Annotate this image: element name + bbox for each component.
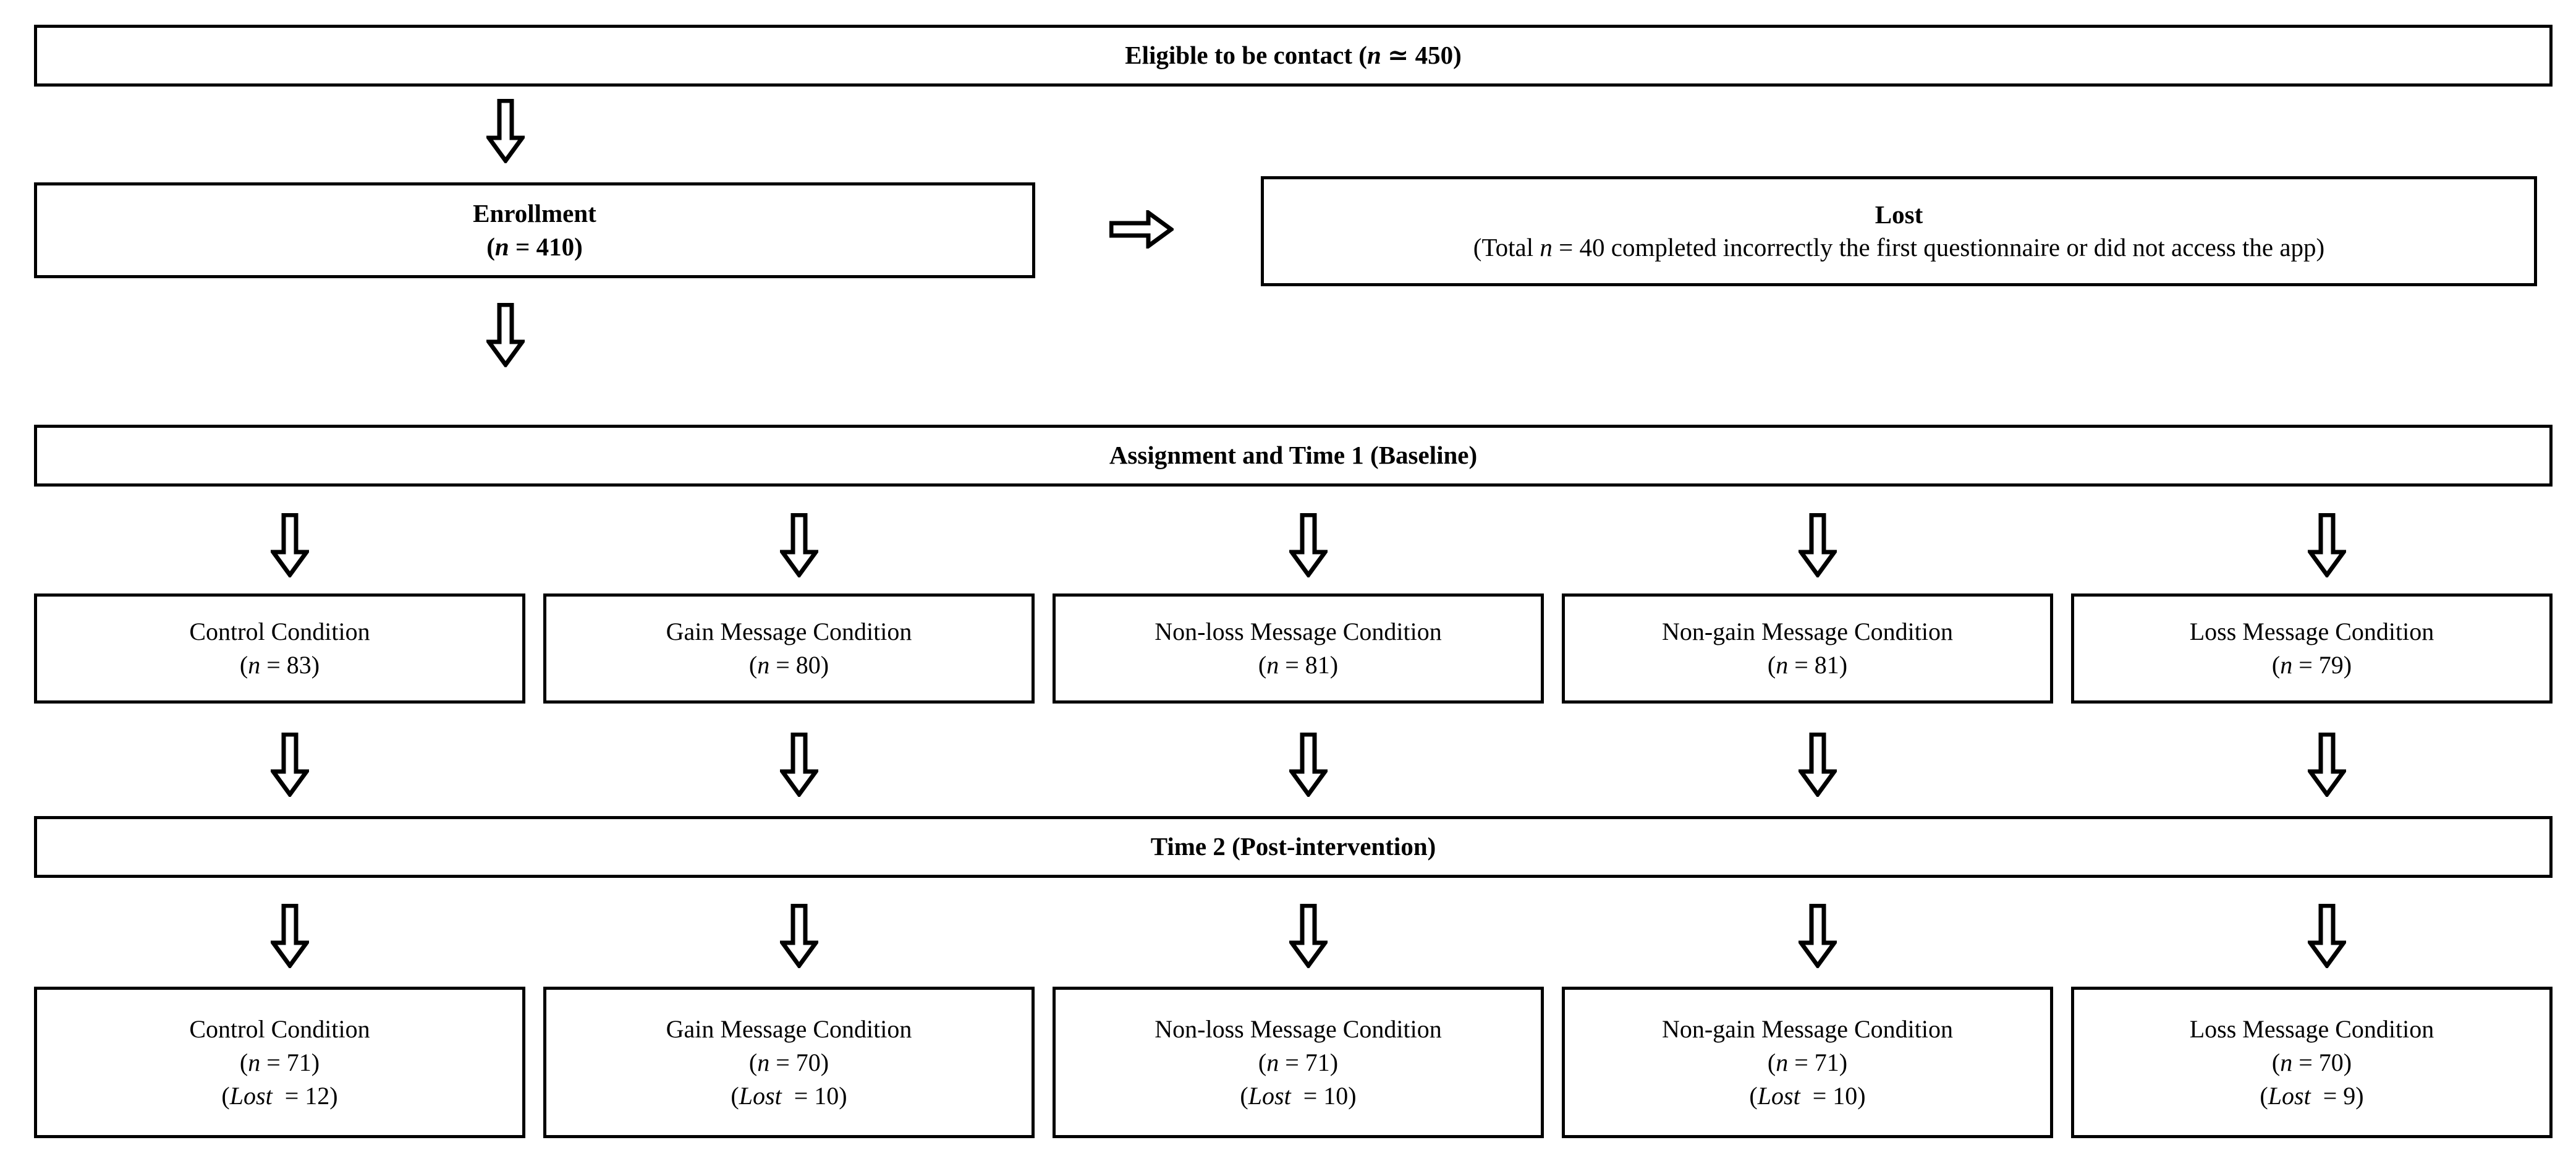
condition-lost: (Lost = 10) bbox=[1749, 1081, 1866, 1110]
enrollment-n: 410 bbox=[536, 232, 575, 261]
arrow-down-block-icon bbox=[2308, 904, 2346, 968]
condition-n: (n = 71) bbox=[239, 1048, 320, 1076]
condition-n: (n = 81) bbox=[1258, 651, 1339, 679]
eligible-relation: ≃ bbox=[1388, 41, 1409, 70]
condition-name: Non-gain Message Condition bbox=[1661, 618, 1954, 645]
arrow-down-block-icon bbox=[2308, 513, 2346, 577]
condition-name: Non-loss Message Condition bbox=[1155, 1014, 1442, 1043]
node-lost-subtitle: (Total n = 40 completed incorrectly the … bbox=[1473, 233, 2325, 262]
condition-name: Control Condition bbox=[189, 618, 370, 645]
condition-name: Non-gain Message Condition bbox=[1661, 1014, 1954, 1043]
time2-condition-gain-message: Gain Message Condition (n = 70) (Lost = … bbox=[543, 987, 1035, 1138]
time2-condition-non-gain-message: Non-gain Message Condition (n = 71) (Los… bbox=[1562, 987, 2053, 1138]
arrow-down-block-icon bbox=[271, 513, 309, 577]
node-eligible-text: Eligible to be contact (n ≃ 450) bbox=[1125, 41, 1462, 70]
node-enrollment-subtitle: (n = 410) bbox=[486, 232, 583, 261]
arrow-right-block-icon bbox=[1109, 210, 1174, 249]
time1-condition-non-loss-message: Non-loss Message Condition (n = 81) bbox=[1053, 593, 1544, 704]
lost-n: 40 bbox=[1579, 233, 1605, 262]
arrow-down-block-icon bbox=[780, 904, 818, 968]
condition-lost: (Lost = 9) bbox=[2260, 1081, 2364, 1110]
arrow-down-block-icon bbox=[486, 303, 525, 367]
time1-condition-gain-message: Gain Message Condition (n = 80) bbox=[543, 593, 1035, 704]
node-assignment-text: Assignment and Time 1 (Baseline) bbox=[1109, 441, 1478, 470]
time2-condition-loss-message: Loss Message Condition (n = 70) (Lost = … bbox=[2071, 987, 2553, 1138]
condition-name: Loss Message Condition bbox=[2189, 1014, 2434, 1043]
node-lost-title: Lost bbox=[1875, 200, 1923, 229]
time1-condition-non-gain-message: Non-gain Message Condition (n = 81) bbox=[1562, 593, 2053, 704]
time2-condition-control: Control Condition (n = 71) (Lost = 12) bbox=[34, 987, 525, 1138]
condition-lost: (Lost = 10) bbox=[731, 1081, 847, 1110]
node-time2-text: Time 2 (Post-intervention) bbox=[1150, 832, 1436, 861]
condition-name: Gain Message Condition bbox=[666, 618, 912, 645]
arrow-down-block-icon bbox=[1799, 904, 1837, 968]
condition-n: (n = 70) bbox=[2271, 1048, 2352, 1076]
condition-name: Gain Message Condition bbox=[666, 1014, 912, 1043]
arrow-down-block-icon bbox=[271, 904, 309, 968]
condition-name: Non-loss Message Condition bbox=[1155, 618, 1442, 645]
arrow-down-block-icon bbox=[1289, 904, 1328, 968]
arrow-down-block-icon bbox=[486, 99, 525, 163]
node-enrollment-title: Enrollment bbox=[473, 199, 596, 228]
node-assignment: Assignment and Time 1 (Baseline) bbox=[34, 425, 2553, 487]
condition-n: (n = 79) bbox=[2271, 651, 2352, 679]
arrow-down-block-icon bbox=[780, 733, 818, 797]
condition-lost: (Lost = 10) bbox=[1240, 1081, 1357, 1110]
condition-name: Loss Message Condition bbox=[2189, 618, 2434, 645]
time2-condition-non-loss-message: Non-loss Message Condition (n = 71) (Los… bbox=[1053, 987, 1544, 1138]
node-eligible: Eligible to be contact (n ≃ 450) bbox=[34, 25, 2553, 87]
arrow-down-block-icon bbox=[1799, 733, 1837, 797]
eligible-n: 450 bbox=[1415, 41, 1454, 70]
time1-condition-control: Control Condition (n = 83) bbox=[34, 593, 525, 704]
arrow-down-block-icon bbox=[271, 733, 309, 797]
arrow-down-block-icon bbox=[780, 513, 818, 577]
condition-n: (n = 83) bbox=[239, 651, 320, 679]
node-time2: Time 2 (Post-intervention) bbox=[34, 816, 2553, 878]
condition-n: (n = 81) bbox=[1767, 651, 1848, 679]
condition-n: (n = 70) bbox=[748, 1048, 829, 1076]
node-lost: Lost (Total n = 40 completed incorrectly… bbox=[1261, 176, 2537, 286]
node-enrollment: Enrollment (n = 410) bbox=[34, 182, 1035, 278]
time1-condition-loss-message: Loss Message Condition (n = 79) bbox=[2071, 593, 2553, 704]
condition-lost: (Lost = 12) bbox=[221, 1081, 338, 1110]
arrow-down-block-icon bbox=[1289, 733, 1328, 797]
arrow-down-block-icon bbox=[1289, 513, 1328, 577]
condition-name: Control Condition bbox=[189, 1014, 370, 1043]
condition-n: (n = 80) bbox=[748, 651, 829, 679]
arrow-down-block-icon bbox=[2308, 733, 2346, 797]
condition-n: (n = 71) bbox=[1767, 1048, 1848, 1076]
arrow-down-block-icon bbox=[1799, 513, 1837, 577]
condition-n: (n = 71) bbox=[1258, 1048, 1339, 1076]
